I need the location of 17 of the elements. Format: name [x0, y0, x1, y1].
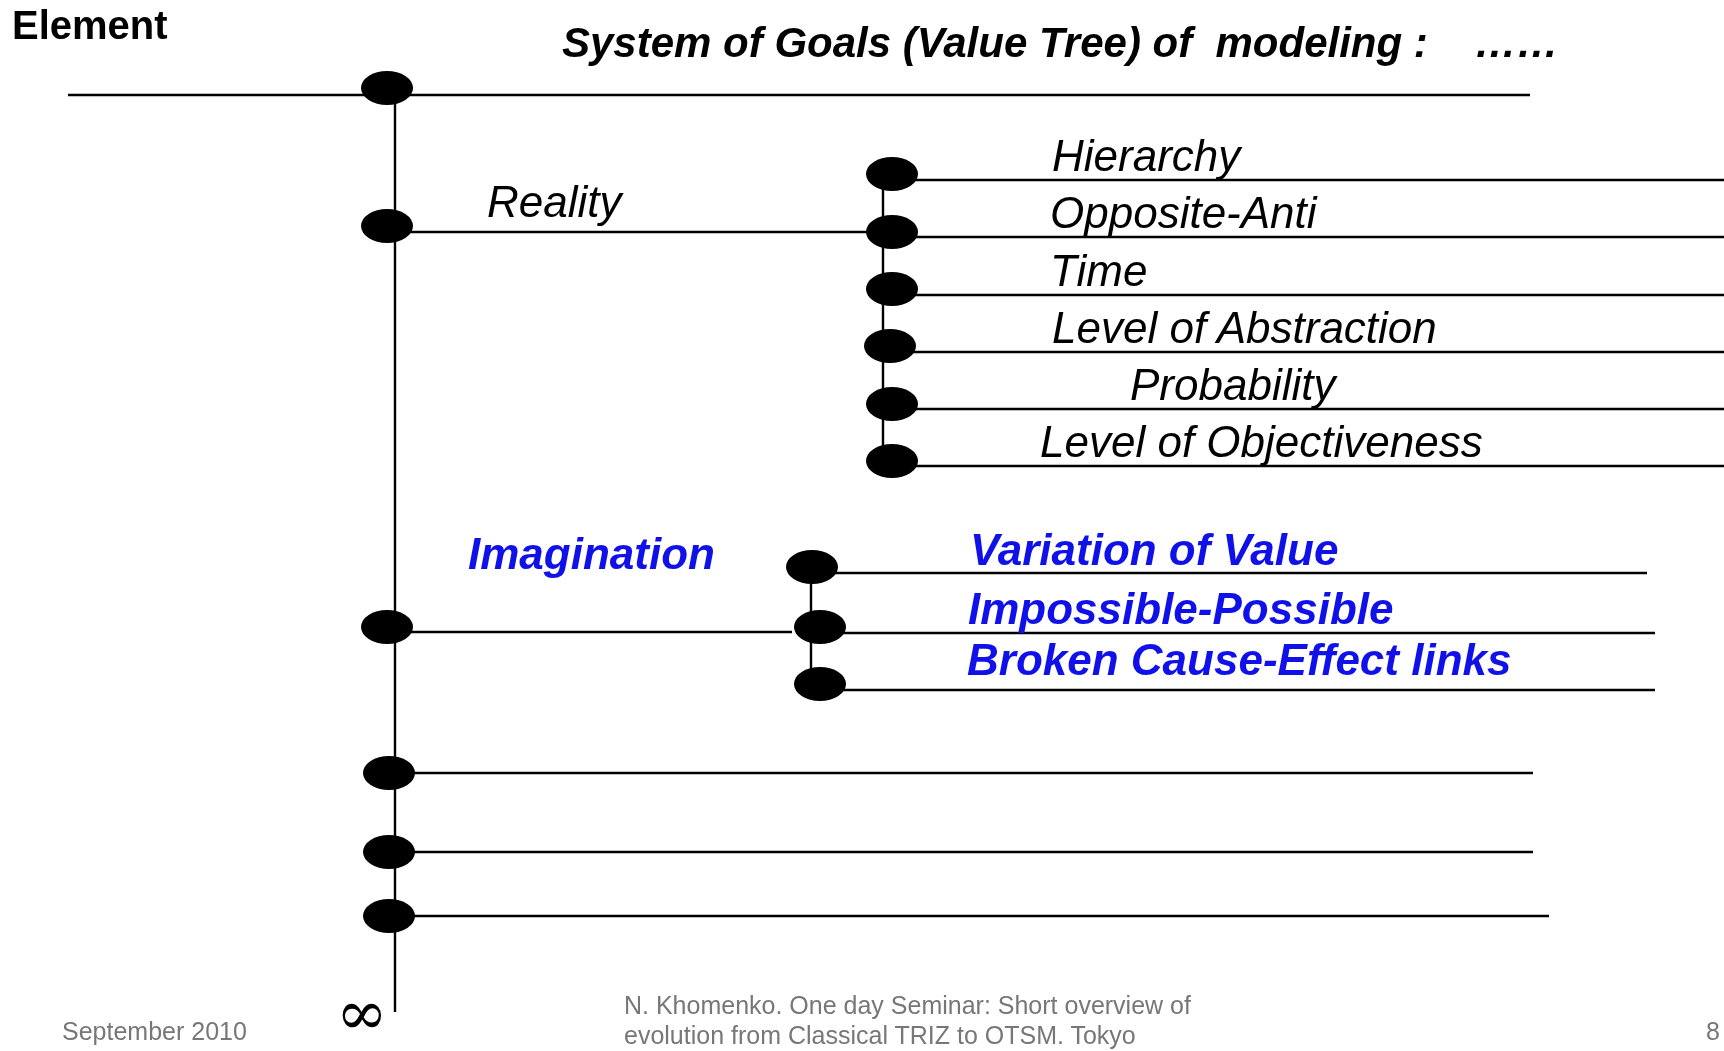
branch-label: Opposite-Anti	[1050, 189, 1317, 238]
diagram-title: System of Goals (Value Tree) of modeling : ……	[562, 20, 1559, 67]
heading-label: Element	[12, 3, 168, 47]
branch-label: Hierarchy	[1052, 132, 1241, 181]
branch-label: Time	[1050, 247, 1148, 296]
branch-label: Level of Objectiveness	[1040, 418, 1483, 467]
footer-date: September 2010	[62, 1018, 247, 1046]
branch-label: Probability	[1130, 361, 1336, 410]
branch-label: Imagination	[468, 530, 715, 579]
branch-label: Reality	[487, 178, 622, 227]
page-number: 8	[1706, 1018, 1720, 1046]
footer-credit: N. Khomenko. One day Seminar: Short overview of evolution from Classical TRIZ to OTSM. Tokyo	[624, 990, 1192, 1050]
infinity-symbol: ∞	[336, 982, 388, 1044]
branch-label: Impossible-Possible	[968, 585, 1394, 634]
branch-label: Broken Cause-Effect links	[967, 636, 1512, 685]
branch-label: Level of Abstraction	[1052, 304, 1437, 353]
branch-label: Variation of Value	[970, 526, 1339, 575]
